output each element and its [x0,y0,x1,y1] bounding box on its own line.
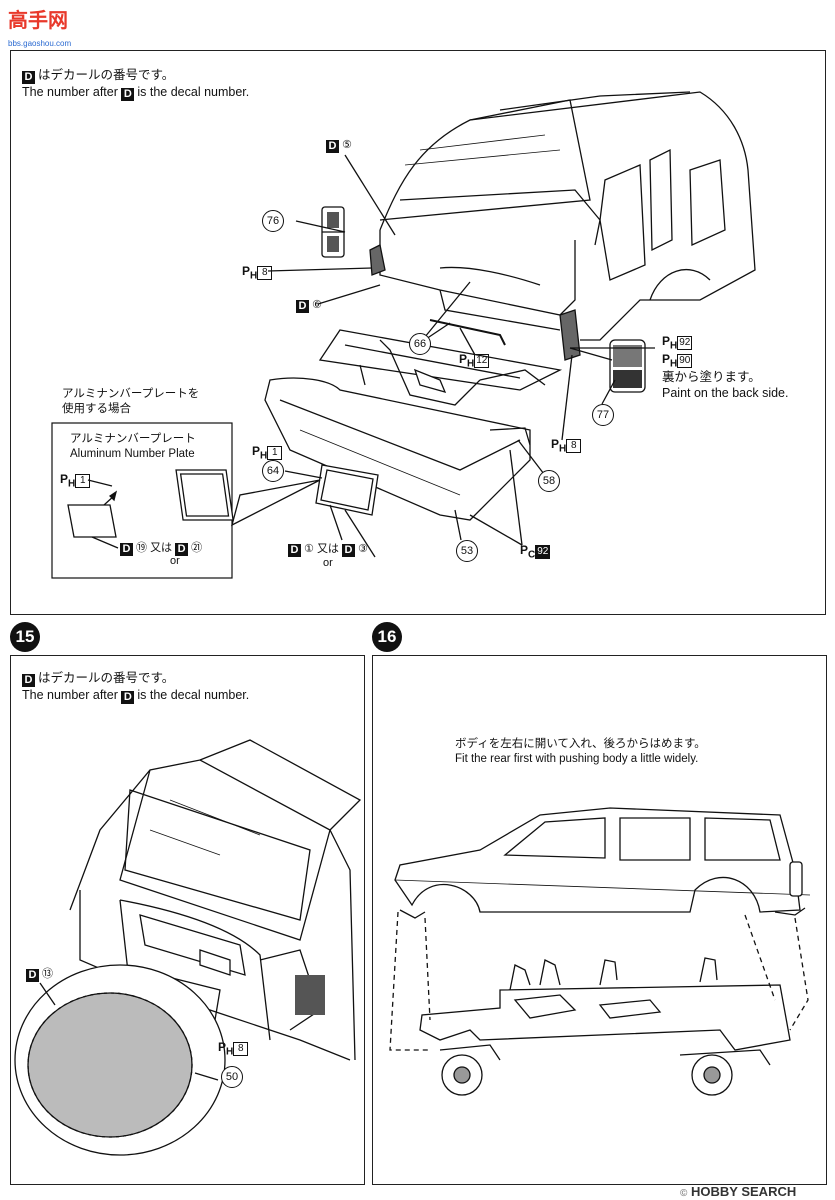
alu-or-en: or [170,555,180,567]
part-77: 77 [592,404,614,426]
watermark-logo-bottom: © HOBBY SEARCH [680,1184,797,1199]
part-76: 76 [262,210,284,232]
decal-d-icon: D [22,71,35,84]
step14-panel [10,50,826,615]
decal-d-icon: D [121,88,135,101]
step15-number: 15 [10,622,40,652]
part-53: 53 [456,540,478,562]
watermark-brand: 高手网 [8,10,68,32]
step16-number: 16 [372,622,402,652]
part-58: 58 [538,470,560,492]
step16-panel [372,655,827,1185]
step16-instruction: ボディを左右に開いて入れ、後ろからはめます。Fit the rear first… [455,738,706,765]
part-64: 64 [262,460,284,482]
watermark-sub: bbs.gaoshou.com [8,39,72,48]
or-en-label: or [323,557,333,569]
paint-back-note: 裏から塗ります。Paint on the back side. [662,370,789,400]
part-50: 50 [221,1066,243,1088]
alu-plate-caption: アルミナンバープレートを使用する場合 [62,388,200,415]
watermark-logo-top: 高手网 bbs.gaoshou.com [8,4,71,51]
part-66: 66 [409,333,431,355]
